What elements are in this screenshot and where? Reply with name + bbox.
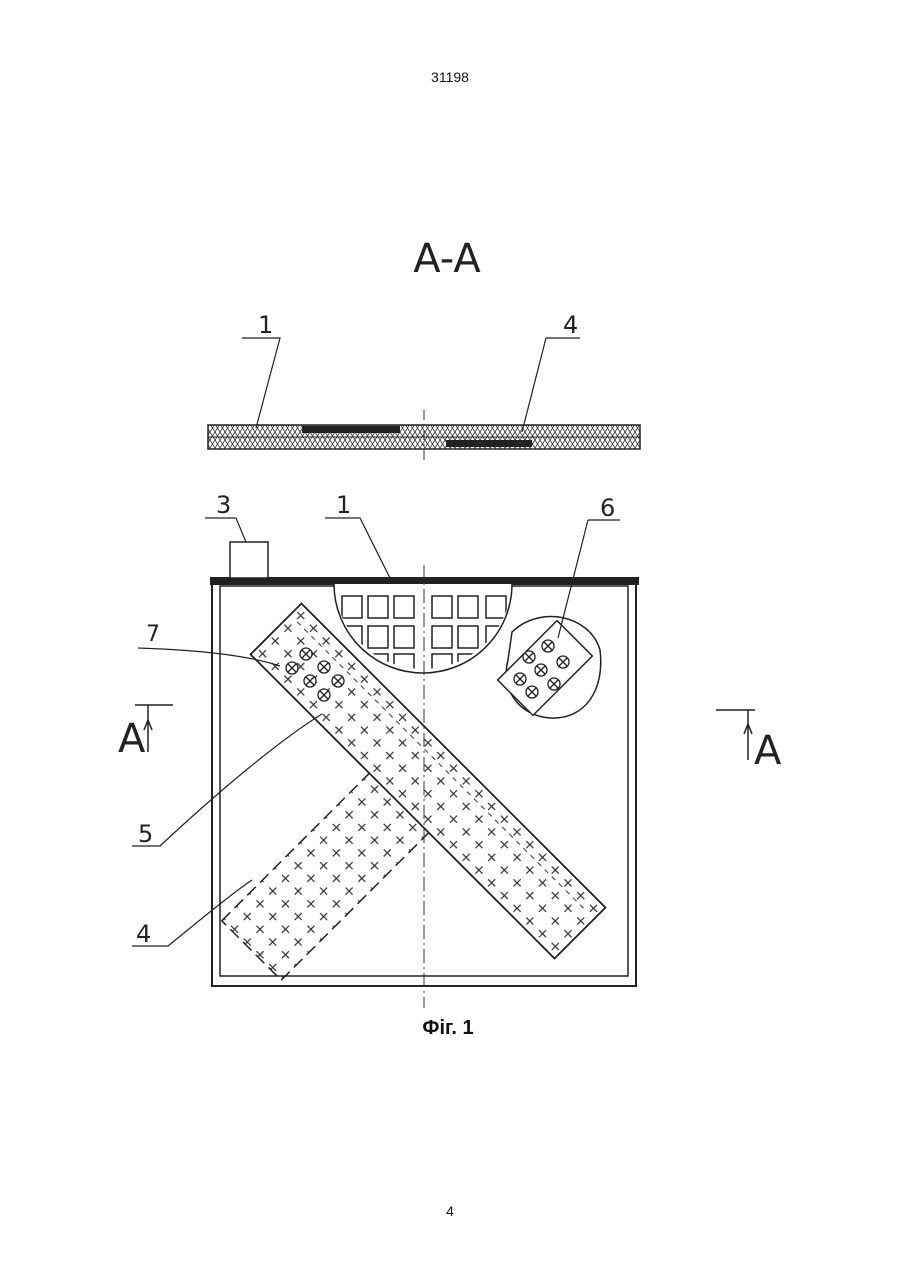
section-mark-right-arrow	[716, 710, 755, 760]
section-title: A-A	[413, 236, 481, 282]
label-mesh: 1	[336, 491, 351, 519]
plan-view	[132, 518, 755, 1008]
section-strip-bottom	[446, 440, 532, 447]
label-electrodes: 7	[146, 622, 160, 647]
label-front-strip: 5	[138, 820, 153, 848]
section-strip-top	[302, 426, 400, 433]
section-mark-left: A	[118, 716, 146, 762]
connector	[230, 542, 268, 578]
figure-caption: Фіг. 1	[422, 1017, 473, 1039]
section-mark-right: A	[754, 728, 782, 774]
page-number: 4	[0, 1203, 900, 1219]
label-connector: 3	[216, 491, 231, 519]
label-back-strip: 4	[136, 920, 151, 948]
label-section-strip: 4	[563, 311, 578, 339]
inset-detail	[498, 520, 620, 718]
label-inset: 6	[600, 494, 615, 522]
mesh-cutout	[325, 518, 512, 676]
section-view	[208, 338, 640, 462]
label-section-layer: 1	[258, 311, 273, 339]
